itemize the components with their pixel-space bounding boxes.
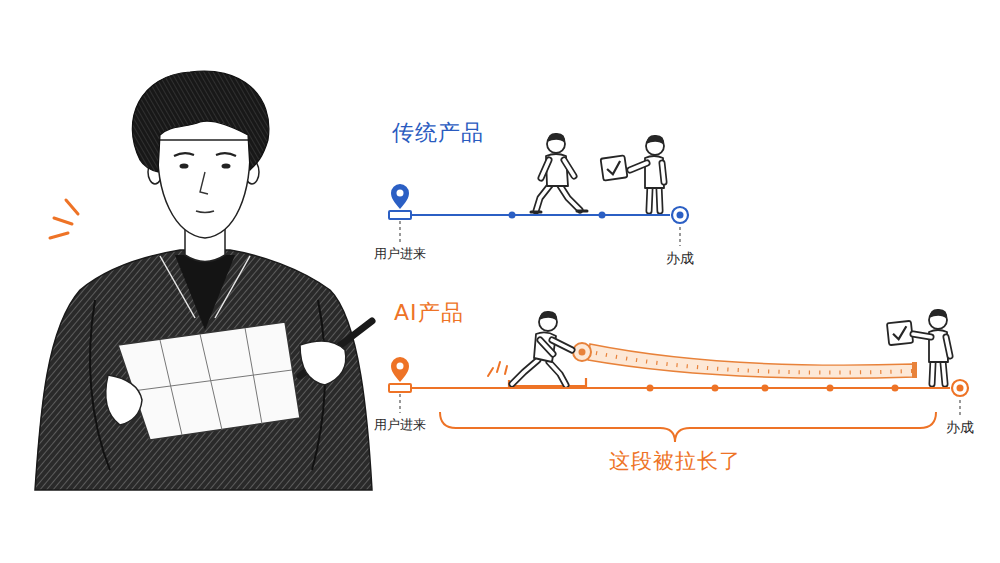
location-pin [391, 357, 409, 382]
pulling-person [540, 340, 572, 354]
man-illustration [160, 256, 250, 318]
node-label: 用户进来 [372, 417, 428, 433]
walking-person [541, 160, 574, 178]
pulling-person [540, 340, 572, 354]
section-title: 传统产品 [390, 120, 486, 146]
man-illustration [125, 328, 292, 435]
end-icon [950, 378, 970, 398]
pin-base [389, 384, 411, 392]
end-dot [957, 385, 964, 392]
end-ring [672, 207, 688, 223]
end-marker: 办成 [950, 378, 970, 398]
location-pin [397, 363, 404, 370]
sign-holder [932, 362, 945, 384]
sign-holder [649, 187, 660, 211]
man-illustration [118, 322, 300, 440]
leader-line [679, 227, 680, 246]
node-label: 用户进来 [372, 246, 428, 262]
sign-holder [887, 309, 950, 384]
sign-holder [892, 326, 907, 339]
man-illustration [300, 341, 346, 385]
leader-line [399, 394, 400, 413]
measuring-tape [588, 344, 916, 378]
sign-holder [601, 155, 628, 180]
walking-person [531, 211, 587, 212]
sign-holder [887, 321, 913, 345]
man-illustration [132, 71, 269, 172]
man-illustration [106, 375, 142, 425]
sign-holder [630, 163, 664, 182]
man-illustration [180, 163, 189, 168]
pin-base [389, 211, 411, 219]
pulling-person [539, 311, 557, 321]
measuring-tape [912, 362, 917, 378]
node-label: 办成 [664, 250, 696, 267]
section-title: AI产品 [392, 300, 466, 326]
sign-holder [601, 135, 665, 211]
walking-person [541, 160, 574, 178]
ruler-start [488, 362, 586, 388]
measuring-tape [573, 343, 917, 378]
end-marker: 办成 [670, 205, 690, 225]
measuring-tape [596, 353, 912, 373]
end-dot [677, 212, 684, 219]
pin-icon [388, 183, 412, 219]
sign-holder [606, 161, 622, 175]
node-label: 办成 [944, 419, 976, 436]
walking-person [547, 133, 565, 143]
walking-person [531, 133, 587, 212]
location-pin [391, 184, 409, 209]
man-illustration [158, 140, 250, 238]
start-marker: 用户进来 [388, 356, 412, 392]
sign-holder [887, 321, 913, 345]
sign-holder [913, 334, 950, 356]
sign-holder [932, 362, 945, 384]
walking-person [536, 184, 580, 211]
measuring-tape [579, 349, 586, 356]
end-ring [952, 380, 968, 396]
sign-holder [929, 309, 947, 319]
sign-holder [649, 187, 660, 211]
man-illustration [35, 71, 372, 490]
pulling-person [512, 360, 566, 385]
measuring-tape [573, 343, 591, 361]
leader-line [959, 400, 960, 415]
stretch-note: 这段被拉长了 [607, 449, 743, 474]
end-icon [670, 205, 690, 225]
man-illustration [50, 200, 78, 238]
start-marker: 用户进来 [388, 183, 412, 219]
location-pin [397, 190, 404, 197]
brace [440, 412, 936, 442]
man-illustration [174, 153, 236, 156]
man-illustration [175, 255, 235, 330]
man-illustration [222, 163, 231, 168]
man-illustration [196, 211, 214, 213]
pulling-person [512, 311, 572, 385]
sign-holder [601, 155, 628, 180]
timeline [412, 214, 670, 216]
walking-person [536, 184, 580, 211]
sign-holder [913, 334, 950, 356]
sign-holder [630, 163, 664, 182]
pulling-person [512, 360, 566, 385]
man-illustration [35, 250, 372, 490]
ruler-start [488, 362, 507, 376]
timeline [412, 387, 950, 389]
sign-holder [646, 135, 664, 145]
man-illustration [200, 172, 208, 194]
leader-line [399, 221, 400, 242]
pin-icon [388, 356, 412, 392]
